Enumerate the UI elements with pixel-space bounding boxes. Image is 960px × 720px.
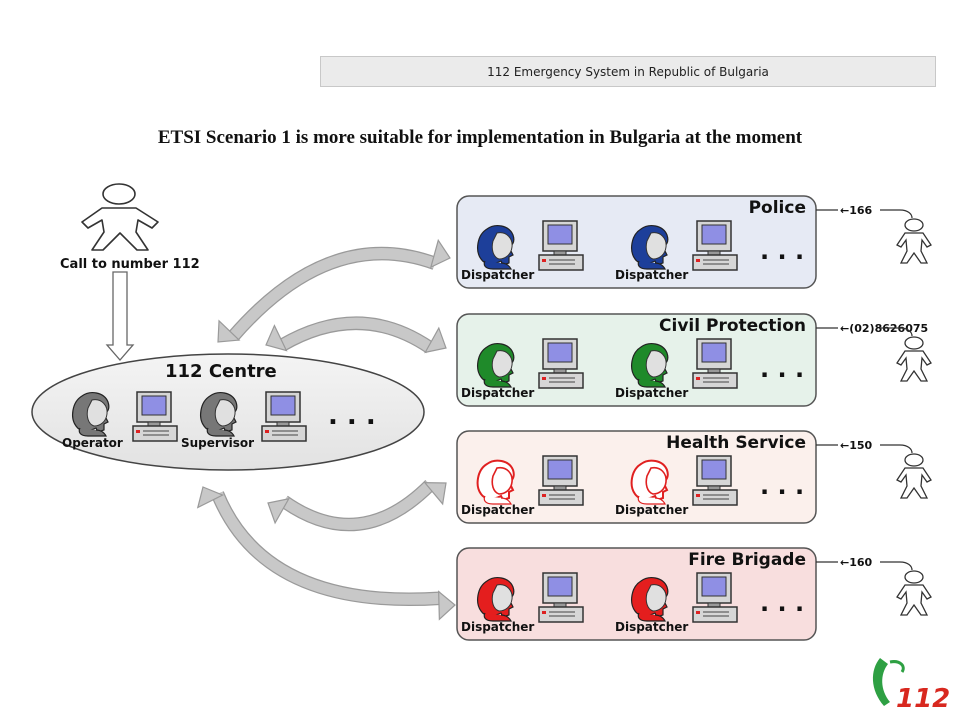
service-ellipsis: . . . bbox=[760, 355, 804, 383]
dispatcher-person-icon bbox=[477, 225, 515, 270]
logo-text: 112 bbox=[896, 684, 950, 714]
dispatcher-computer-icon bbox=[692, 455, 738, 506]
dispatcher-computer-icon bbox=[538, 572, 584, 623]
service-phone: ←160 bbox=[840, 556, 873, 569]
dispatcher-computer-icon bbox=[692, 338, 738, 389]
arrow-fire-brigade bbox=[196, 486, 456, 621]
caller-person-icon bbox=[81, 183, 159, 251]
service-name: Health Service bbox=[666, 433, 806, 453]
call-arrow bbox=[105, 271, 135, 361]
caller-person-icon bbox=[896, 218, 932, 264]
service-ellipsis: . . . bbox=[760, 472, 804, 500]
arrow-health-service bbox=[267, 479, 447, 532]
slide-title: ETSI Scenario 1 is more suitable for imp… bbox=[157, 127, 803, 148]
dispatcher-label: Dispatcher bbox=[461, 620, 534, 634]
logo-112-icon: 112 bbox=[872, 658, 950, 714]
dispatcher-computer-icon bbox=[692, 572, 738, 623]
dispatcher-label: Dispatcher bbox=[615, 386, 688, 400]
service-phone: ←166 bbox=[840, 204, 873, 217]
header-text: 112 Emergency System in Republic of Bulg… bbox=[487, 64, 769, 79]
dispatcher-label: Dispatcher bbox=[461, 386, 534, 400]
supervisor-label: Supervisor bbox=[181, 436, 254, 450]
service-ellipsis: . . . bbox=[760, 237, 804, 265]
dispatcher-person-icon bbox=[477, 577, 515, 622]
operator-label: Operator bbox=[62, 436, 123, 450]
dispatcher-label: Dispatcher bbox=[615, 503, 688, 517]
operator-computer-icon bbox=[132, 391, 178, 442]
service-phone: ←150 bbox=[840, 439, 873, 452]
dispatcher-person-icon bbox=[477, 343, 515, 388]
dispatcher-person-icon bbox=[476, 459, 515, 505]
operator-person-icon bbox=[72, 392, 110, 437]
dispatcher-label: Dispatcher bbox=[615, 268, 688, 282]
dispatcher-person-icon bbox=[630, 459, 669, 505]
dispatcher-person-icon bbox=[631, 225, 669, 270]
service-name: Police bbox=[749, 198, 806, 218]
centre-title: 112 Centre bbox=[165, 361, 277, 382]
dispatcher-label: Dispatcher bbox=[461, 503, 534, 517]
dispatcher-person-icon bbox=[631, 577, 669, 622]
caller-label: Call to number 112 bbox=[60, 257, 200, 272]
caller-person-icon bbox=[896, 453, 932, 499]
caller-person-icon bbox=[896, 336, 932, 382]
service-name: Civil Protection bbox=[659, 316, 806, 336]
service-ellipsis: . . . bbox=[760, 589, 804, 617]
connection-arrows bbox=[196, 238, 456, 621]
dispatcher-person-icon bbox=[631, 343, 669, 388]
supervisor-computer-icon bbox=[261, 391, 307, 442]
supervisor-person-icon bbox=[200, 392, 238, 437]
arrow-civil-protection bbox=[265, 316, 447, 354]
dispatcher-label: Dispatcher bbox=[461, 268, 534, 282]
dispatcher-computer-icon bbox=[692, 220, 738, 271]
arrow-police bbox=[217, 238, 451, 343]
dispatcher-computer-icon bbox=[538, 338, 584, 389]
caller-person-icon bbox=[896, 570, 932, 616]
service-name: Fire Brigade bbox=[688, 550, 806, 570]
header-bar: 112 Emergency System in Republic of Bulg… bbox=[320, 56, 936, 87]
dispatcher-computer-icon bbox=[538, 455, 584, 506]
dispatcher-label: Dispatcher bbox=[615, 620, 688, 634]
centre-ellipsis: . . . bbox=[328, 401, 376, 431]
dispatcher-computer-icon bbox=[538, 220, 584, 271]
